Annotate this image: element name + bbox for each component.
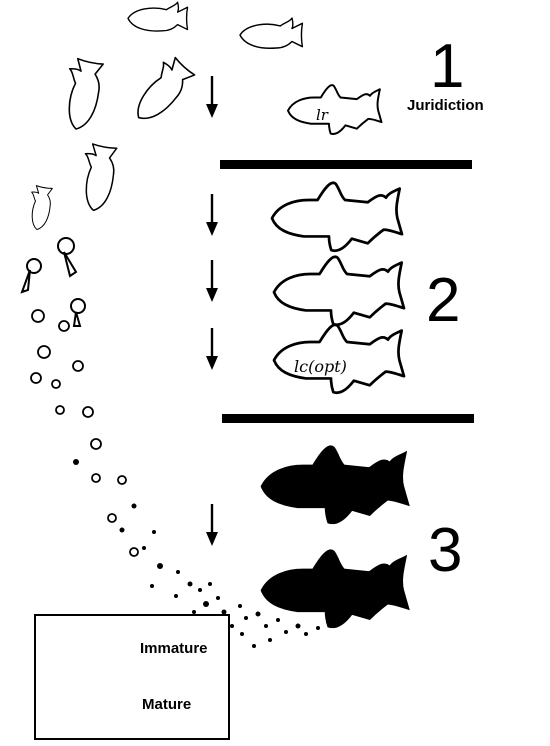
- juvenile-fish-vertical-2: [75, 142, 120, 214]
- zone1-fish: [287, 84, 383, 135]
- arrow-zone2-b: [204, 258, 220, 304]
- juvenile-fish-diagonal: [123, 52, 197, 129]
- fish-label-lc-opt: lc(opt): [294, 357, 347, 376]
- zone3-fish-1: [260, 445, 410, 525]
- zone-number-1: 1: [430, 32, 465, 101]
- legend-mature-label: Mature: [142, 696, 192, 713]
- fish-label-lr: lr: [316, 106, 329, 124]
- arrow-zone2-a: [204, 192, 220, 238]
- juvenile-fish-top-2: [239, 17, 304, 49]
- legend: Immature Mature: [34, 614, 230, 740]
- legend-immature-label: Immature: [140, 640, 208, 657]
- zone-label-juridiction: Juridiction: [407, 97, 484, 114]
- zone-divider-2: [222, 414, 474, 423]
- juvenile-fish-vertical-1: [56, 56, 106, 133]
- juvenile-fish-small: [24, 184, 54, 232]
- zone3-fish-2: [260, 549, 410, 629]
- arrow-zone3: [204, 502, 220, 548]
- larva-3: [70, 298, 86, 327]
- larva-2: [20, 258, 42, 294]
- larva-1: [57, 237, 78, 278]
- zone2-fish-1: [270, 181, 404, 253]
- zone2-fish-2: [272, 255, 406, 327]
- arrow-zone2-c: [204, 326, 220, 372]
- zone-number-3: 3: [428, 516, 463, 585]
- juvenile-fish-top-1: [127, 1, 189, 32]
- zone-number-2: 2: [426, 266, 461, 335]
- zone-divider-1: [220, 160, 472, 169]
- egg-trail: [30, 309, 139, 557]
- egg-dots: [73, 459, 330, 648]
- arrow-zone1: [204, 74, 220, 120]
